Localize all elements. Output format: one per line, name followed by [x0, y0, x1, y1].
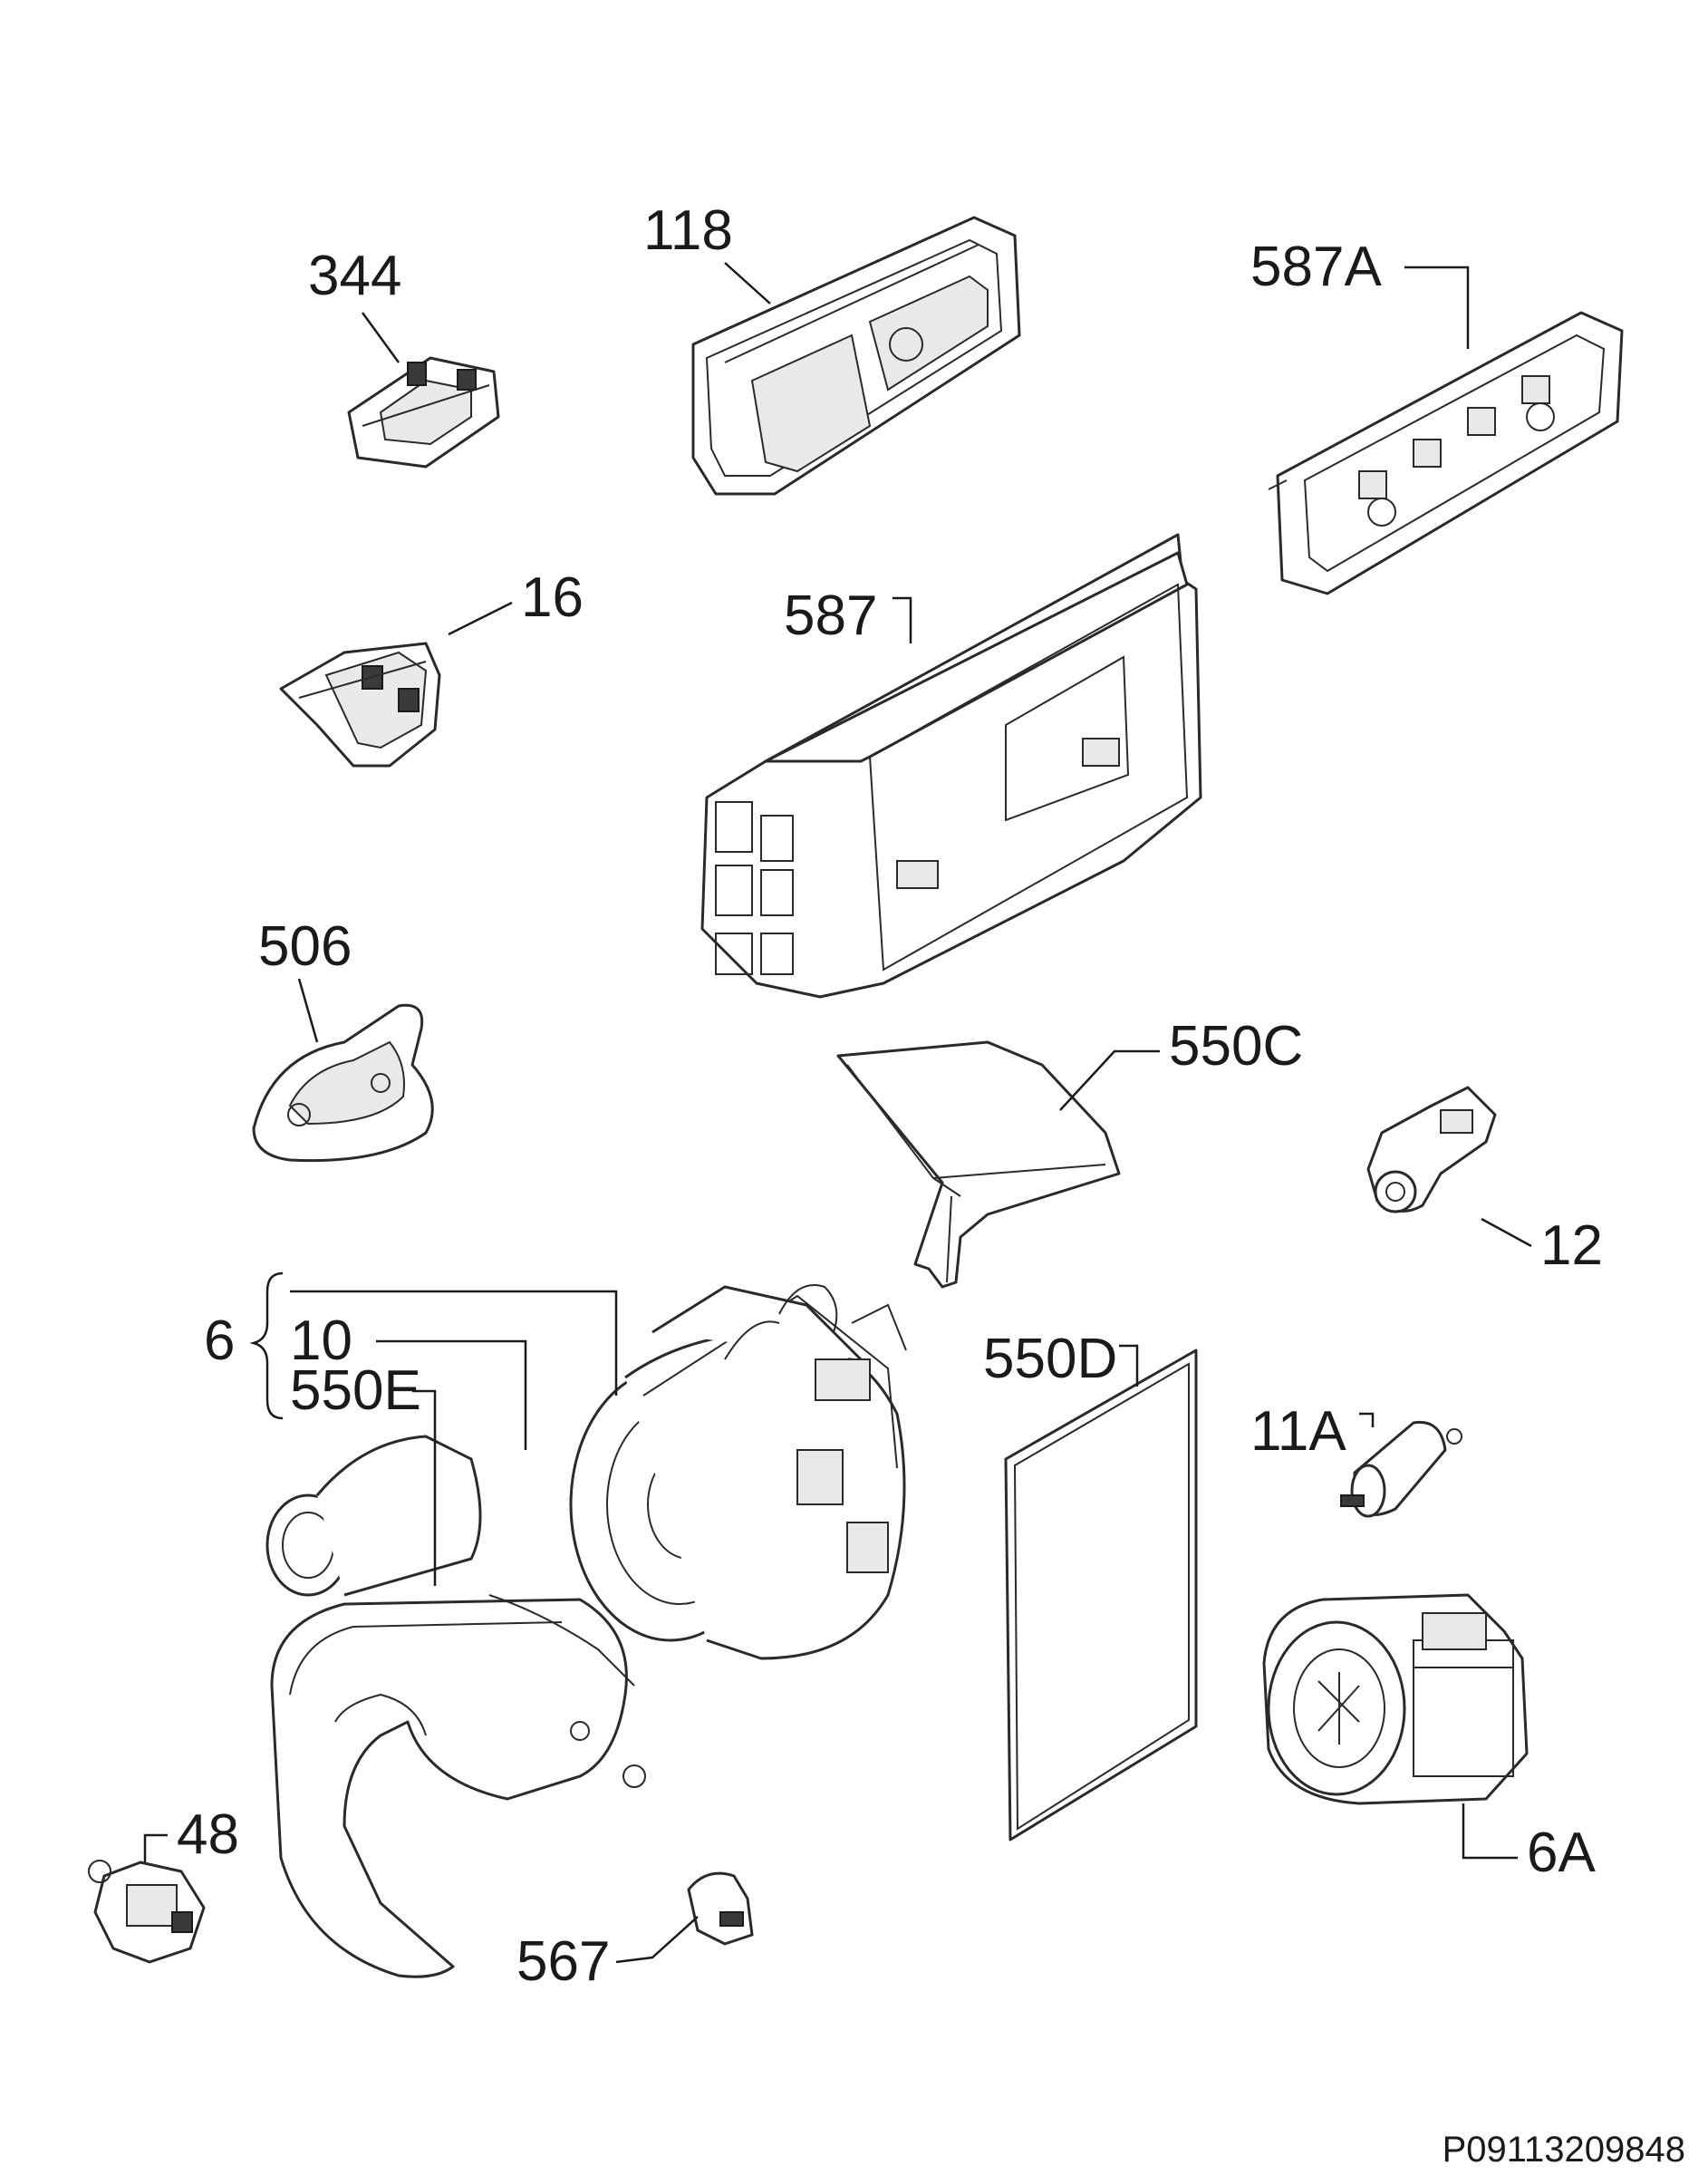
label-48: 48: [177, 1803, 239, 1866]
leader-344: [361, 312, 400, 363]
label-550e: 550E: [290, 1359, 421, 1422]
label-587a: 587A: [1250, 236, 1382, 298]
leader-587a: [1404, 266, 1470, 349]
leader-10: [376, 1339, 527, 1450]
part-550c-drawing: [836, 1040, 1121, 1289]
part-118-drawing: [691, 216, 1021, 496]
label-567: 567: [516, 1930, 610, 1993]
label-550c: 550C: [1169, 1015, 1303, 1078]
bracket-6: [249, 1271, 284, 1420]
label-344: 344: [308, 245, 401, 307]
leader-587: [893, 596, 912, 643]
part-567-drawing: [687, 1871, 754, 1946]
label-12: 12: [1540, 1214, 1603, 1277]
label-16: 16: [521, 566, 584, 629]
leader-550d: [1119, 1344, 1139, 1387]
label-6a: 6A: [1527, 1822, 1596, 1884]
leader-550e: [412, 1389, 437, 1586]
part-11a-drawing: [1340, 1420, 1462, 1518]
part-587-drawing: [700, 533, 1202, 999]
part-587a-drawing: [1268, 311, 1624, 595]
leader-12: [1481, 1217, 1532, 1248]
leader-6: [290, 1290, 618, 1396]
part-6a-drawing: [1262, 1593, 1529, 1805]
label-11a: 11A: [1250, 1400, 1346, 1463]
leader-11a: [1359, 1412, 1375, 1427]
part-550d-drawing: [1004, 1348, 1198, 1842]
leader-16: [448, 601, 513, 636]
label-506: 506: [258, 915, 352, 978]
part-48-drawing: [88, 1860, 206, 1964]
label-6: 6: [204, 1310, 235, 1372]
leader-550c: [1059, 1049, 1160, 1111]
leader-506: [297, 978, 319, 1043]
document-number: P09113209848: [1443, 2130, 1685, 2170]
leader-48: [143, 1833, 168, 1862]
label-587: 587: [784, 585, 877, 647]
part-506-drawing: [252, 1003, 434, 1163]
leader-118: [724, 262, 771, 304]
part-12-drawing: [1366, 1086, 1497, 1213]
leader-567: [615, 1916, 699, 1964]
leader-6a: [1462, 1803, 1518, 1860]
label-10: 10: [290, 1310, 352, 1372]
part-6-pump-assembly-drawing: [265, 1284, 907, 1978]
label-118: 118: [643, 199, 733, 262]
part-344-drawing: [347, 356, 500, 469]
part-16-drawing: [279, 642, 441, 768]
label-550d: 550D: [983, 1328, 1117, 1390]
